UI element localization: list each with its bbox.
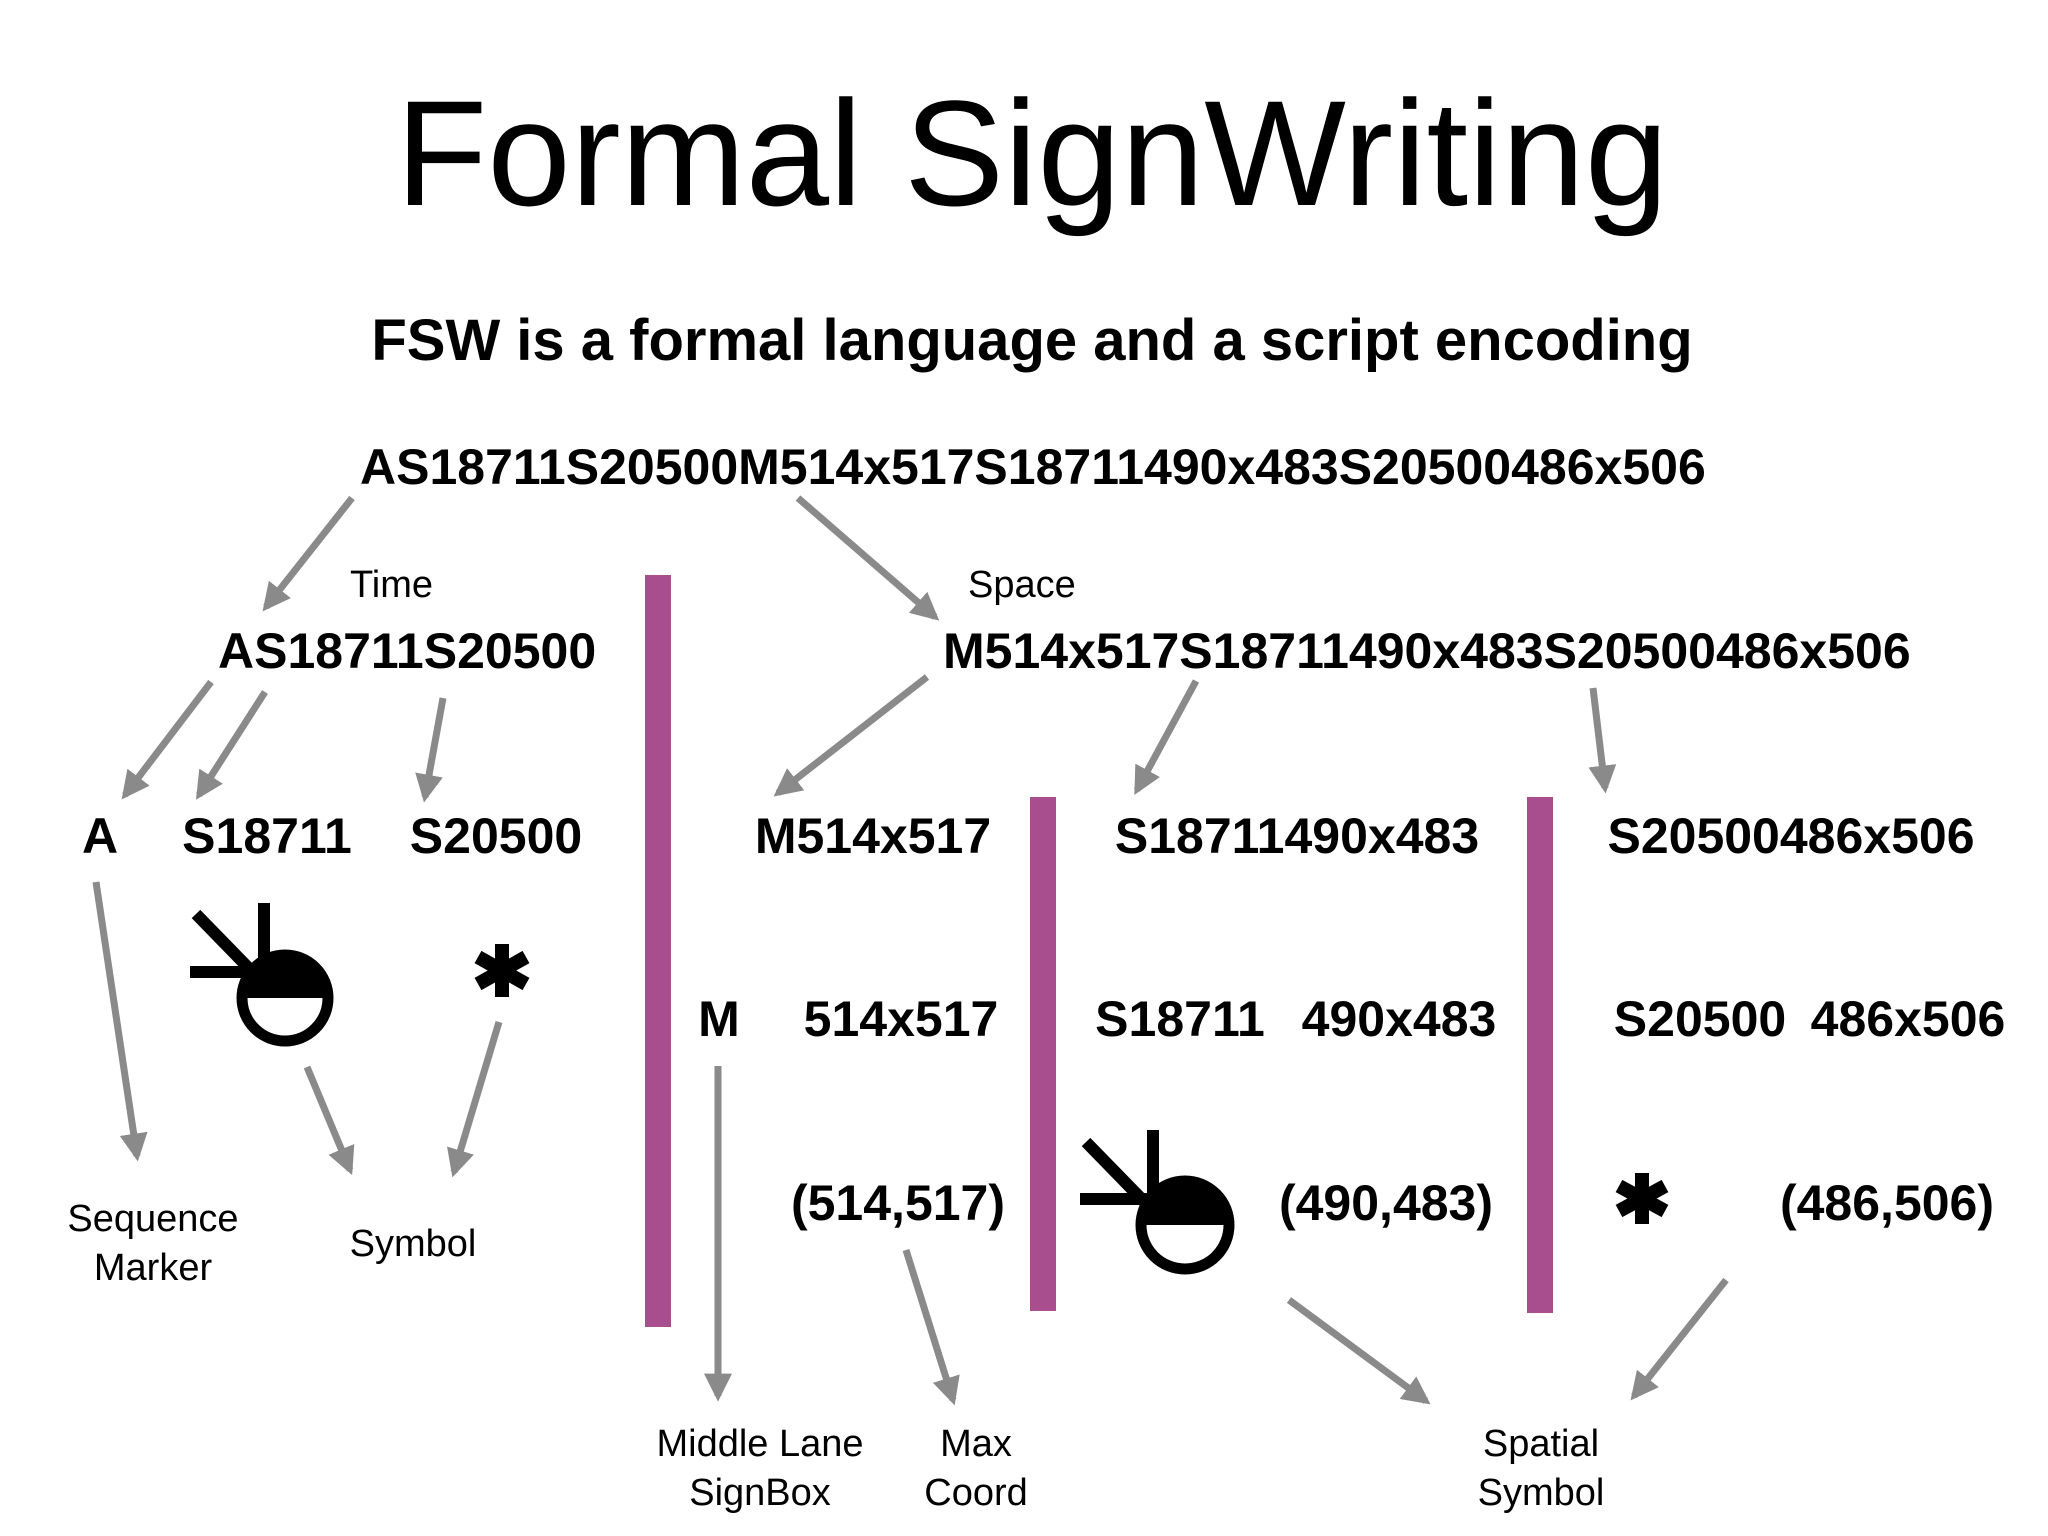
full-fsw-string: AS18711S20500M514x517S18711490x483S20500… — [360, 439, 1706, 495]
spatial-symbol-2-code: S20500486x506 — [1607, 808, 1975, 864]
spatial-symbol-label: Spatial Symbol — [1477, 1423, 1605, 1514]
arrow-time-to-marker — [121, 679, 214, 800]
spatial-symbol-2-coord: 486x506 — [1810, 991, 2006, 1047]
arrow-space-to-signbox — [773, 674, 930, 797]
max-coord-code: 514x517 — [803, 991, 999, 1047]
arrow-full-to-space — [795, 495, 940, 621]
spatial-symbol-2-point: (486,506) — [1779, 1175, 1995, 1231]
sequence-marker-label: Sequence Marker — [67, 1198, 239, 1289]
spatial-symbol-2-key: S20500 — [1613, 991, 1787, 1047]
subtitle: FSW is a formal language and a script en… — [371, 308, 1693, 373]
arrow-space-to-symbol2 — [1588, 687, 1617, 794]
symbol-label: Symbol — [349, 1223, 477, 1265]
time-space-divider — [645, 575, 671, 1327]
arrow-space-to-symbol1 — [1133, 679, 1200, 795]
arrow-marker-to-label — [92, 881, 148, 1162]
spatial-symbol-1-code: S18711490x483 — [1114, 808, 1480, 864]
page-title: Formal SignWriting — [395, 69, 1669, 237]
max-coord-label: Max Coord — [924, 1423, 1028, 1514]
symbol-symbol-divider — [1527, 797, 1553, 1313]
spatial-symbol-1-key: S18711 — [1095, 991, 1265, 1047]
max-coord-point: (514,517) — [790, 1175, 1006, 1231]
arrow-hand-to-symbol-label — [303, 1065, 355, 1176]
time-symbol-2-code: S20500 — [409, 808, 583, 864]
arrow-asterisk-to-symbol-label — [447, 1020, 503, 1178]
arrow-hand-to-spatial-label — [1286, 1297, 1431, 1405]
spatial-symbol-1-coord: 490x483 — [1301, 991, 1497, 1047]
time-label: Time — [350, 564, 434, 606]
sequence-marker-code: A — [81, 808, 119, 864]
space-string: M514x517S18711490x483S20500486x506 — [943, 623, 1911, 679]
time-symbol-1-code: S18711 — [182, 808, 352, 864]
signbox-code: M514x517 — [754, 808, 992, 864]
spatial-symbol-1-point: (490,483) — [1278, 1175, 1494, 1231]
signbox-symbol-divider — [1030, 797, 1056, 1311]
arrow-point-to-max-coord — [902, 1248, 960, 1406]
arrow-full-to-time — [262, 495, 355, 612]
time-string: AS18711S20500 — [218, 623, 597, 679]
middle-lane-signbox-label: Middle Lane SignBox — [656, 1423, 864, 1514]
space-label: Space — [968, 564, 1076, 606]
arrow-asterisk-to-spatial-label — [1630, 1277, 1729, 1401]
arrow-time-to-symbol2 — [415, 697, 447, 803]
middle-lane-code: M — [698, 991, 740, 1047]
arrow-time-to-symbol1 — [195, 690, 268, 800]
